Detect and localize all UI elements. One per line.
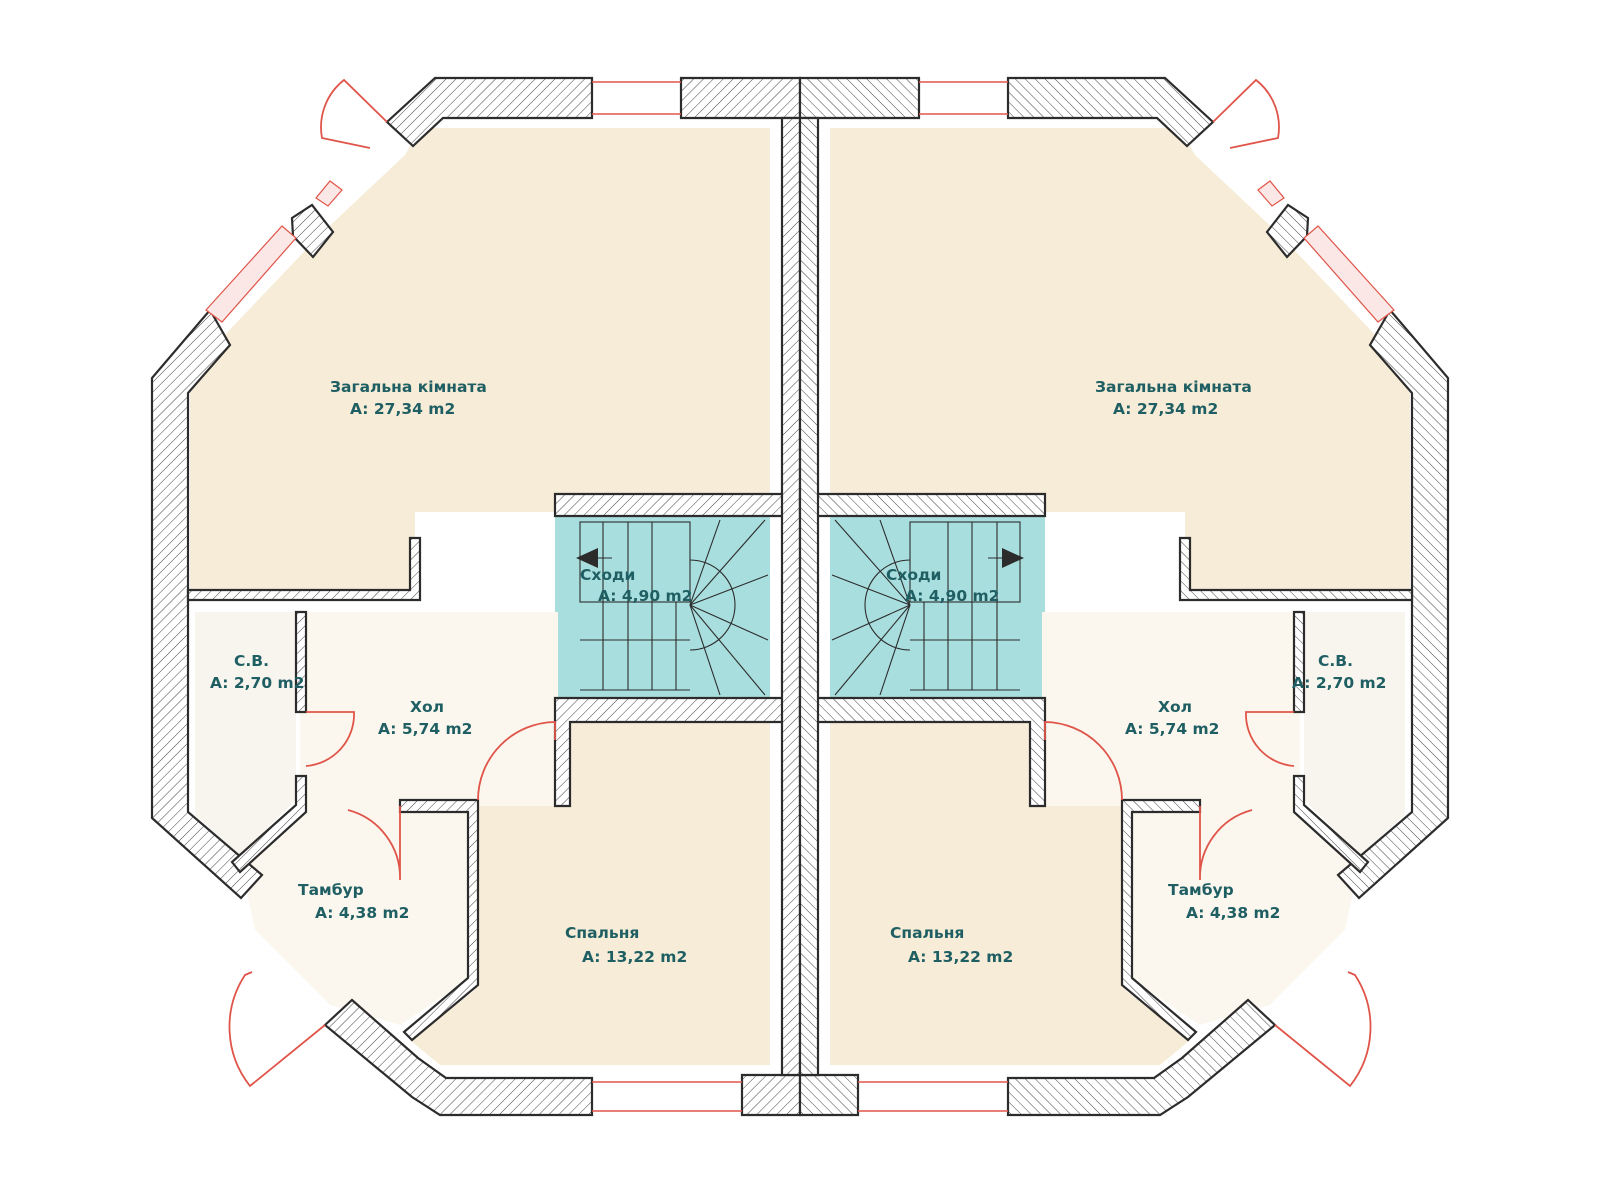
stairs-area-left: A: 4,90 m2 bbox=[598, 587, 692, 605]
bedroom-area-left: A: 13,22 m2 bbox=[582, 948, 687, 966]
bedroom-label-right: Спальня bbox=[890, 924, 964, 942]
vestibule-label-right: Тамбур bbox=[1168, 881, 1234, 899]
vestibule-area-left: A: 4,38 m2 bbox=[315, 904, 409, 922]
wc-label-right: С.В. bbox=[1318, 652, 1353, 670]
living-room-label-right: Загальна кімната bbox=[1095, 378, 1252, 396]
hall-label-left: Хол bbox=[410, 698, 444, 716]
stairs-label-left: Сходи bbox=[580, 566, 635, 584]
wc-label-left: С.В. bbox=[234, 652, 269, 670]
wc-area-left: A: 2,70 m2 bbox=[210, 674, 304, 692]
bedroom-area-right: A: 13,22 m2 bbox=[908, 948, 1013, 966]
wc-area-right: A: 2,70 m2 bbox=[1292, 674, 1386, 692]
stairs-label-right: Сходи bbox=[886, 566, 941, 584]
hall-area-right: A: 5,74 m2 bbox=[1125, 720, 1219, 738]
living-room-label-left: Загальна кімната bbox=[330, 378, 487, 396]
vestibule-label-left: Тамбур bbox=[298, 881, 364, 899]
hall-area-left: A: 5,74 m2 bbox=[378, 720, 472, 738]
stairs-area-right: A: 4,90 m2 bbox=[905, 587, 999, 605]
vestibule-area-right: A: 4,38 m2 bbox=[1186, 904, 1280, 922]
hall-label-right: Хол bbox=[1158, 698, 1192, 716]
living-room-area-right: A: 27,34 m2 bbox=[1113, 400, 1218, 418]
living-room-area-left: A: 27,34 m2 bbox=[350, 400, 455, 418]
bedroom-label-left: Спальня bbox=[565, 924, 639, 942]
